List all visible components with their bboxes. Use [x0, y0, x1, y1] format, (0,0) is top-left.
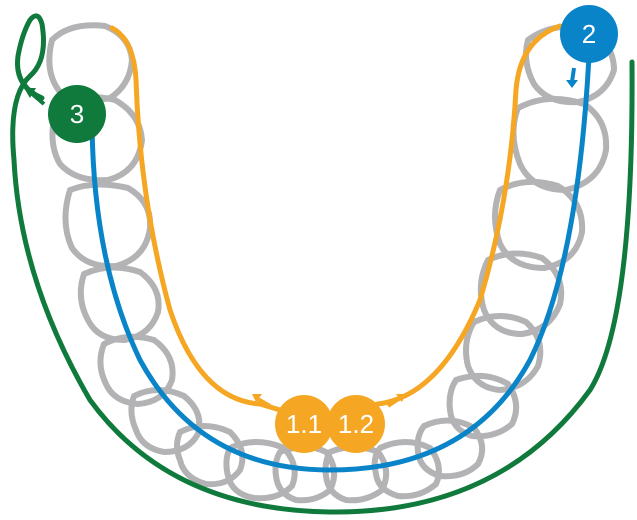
tooth [322, 444, 390, 504]
marker-1-1-circle [275, 395, 333, 453]
orange-arrow-left-icon [255, 396, 271, 408]
tooth [77, 264, 162, 343]
tooth [62, 181, 154, 270]
orange-arrow-right-icon [386, 396, 402, 408]
marker-1-1: 1.1 [275, 395, 333, 453]
marker-3-circle [48, 85, 106, 143]
marker-2: 2 [560, 5, 618, 63]
tooth [463, 313, 544, 393]
marker-3: 3 [48, 85, 106, 143]
marker-1-2-label: 1.2 [338, 409, 374, 439]
marker-1-2-circle [327, 395, 385, 453]
tooth [97, 333, 176, 407]
tooth [46, 22, 135, 103]
marker-3-label: 3 [70, 99, 84, 129]
orange-arrow-right-head [396, 394, 406, 402]
tooth [223, 439, 298, 502]
tooth [492, 178, 586, 271]
tooth [272, 444, 338, 504]
tooth [371, 439, 442, 500]
blue-arrow-icon [570, 67, 576, 83]
marker-2-circle [560, 5, 618, 63]
marker-1-1-label: 1.1 [286, 409, 322, 439]
tooth [128, 387, 203, 455]
blue-path-line [89, 33, 593, 473]
orange-path-line [109, 23, 563, 413]
tooth [510, 95, 610, 193]
blue-arrow-head [566, 80, 578, 88]
tooth [446, 372, 520, 440]
teeth-arch [46, 22, 617, 504]
tooth [174, 423, 246, 488]
tooth [414, 417, 486, 480]
marker-2-label: 2 [582, 19, 596, 49]
marker-1-2: 1.2 [327, 395, 385, 453]
green-path-line [10, 13, 635, 515]
tooth [49, 93, 145, 184]
green-arrow-head [24, 88, 36, 98]
orange-arrow-left-head [252, 394, 262, 402]
